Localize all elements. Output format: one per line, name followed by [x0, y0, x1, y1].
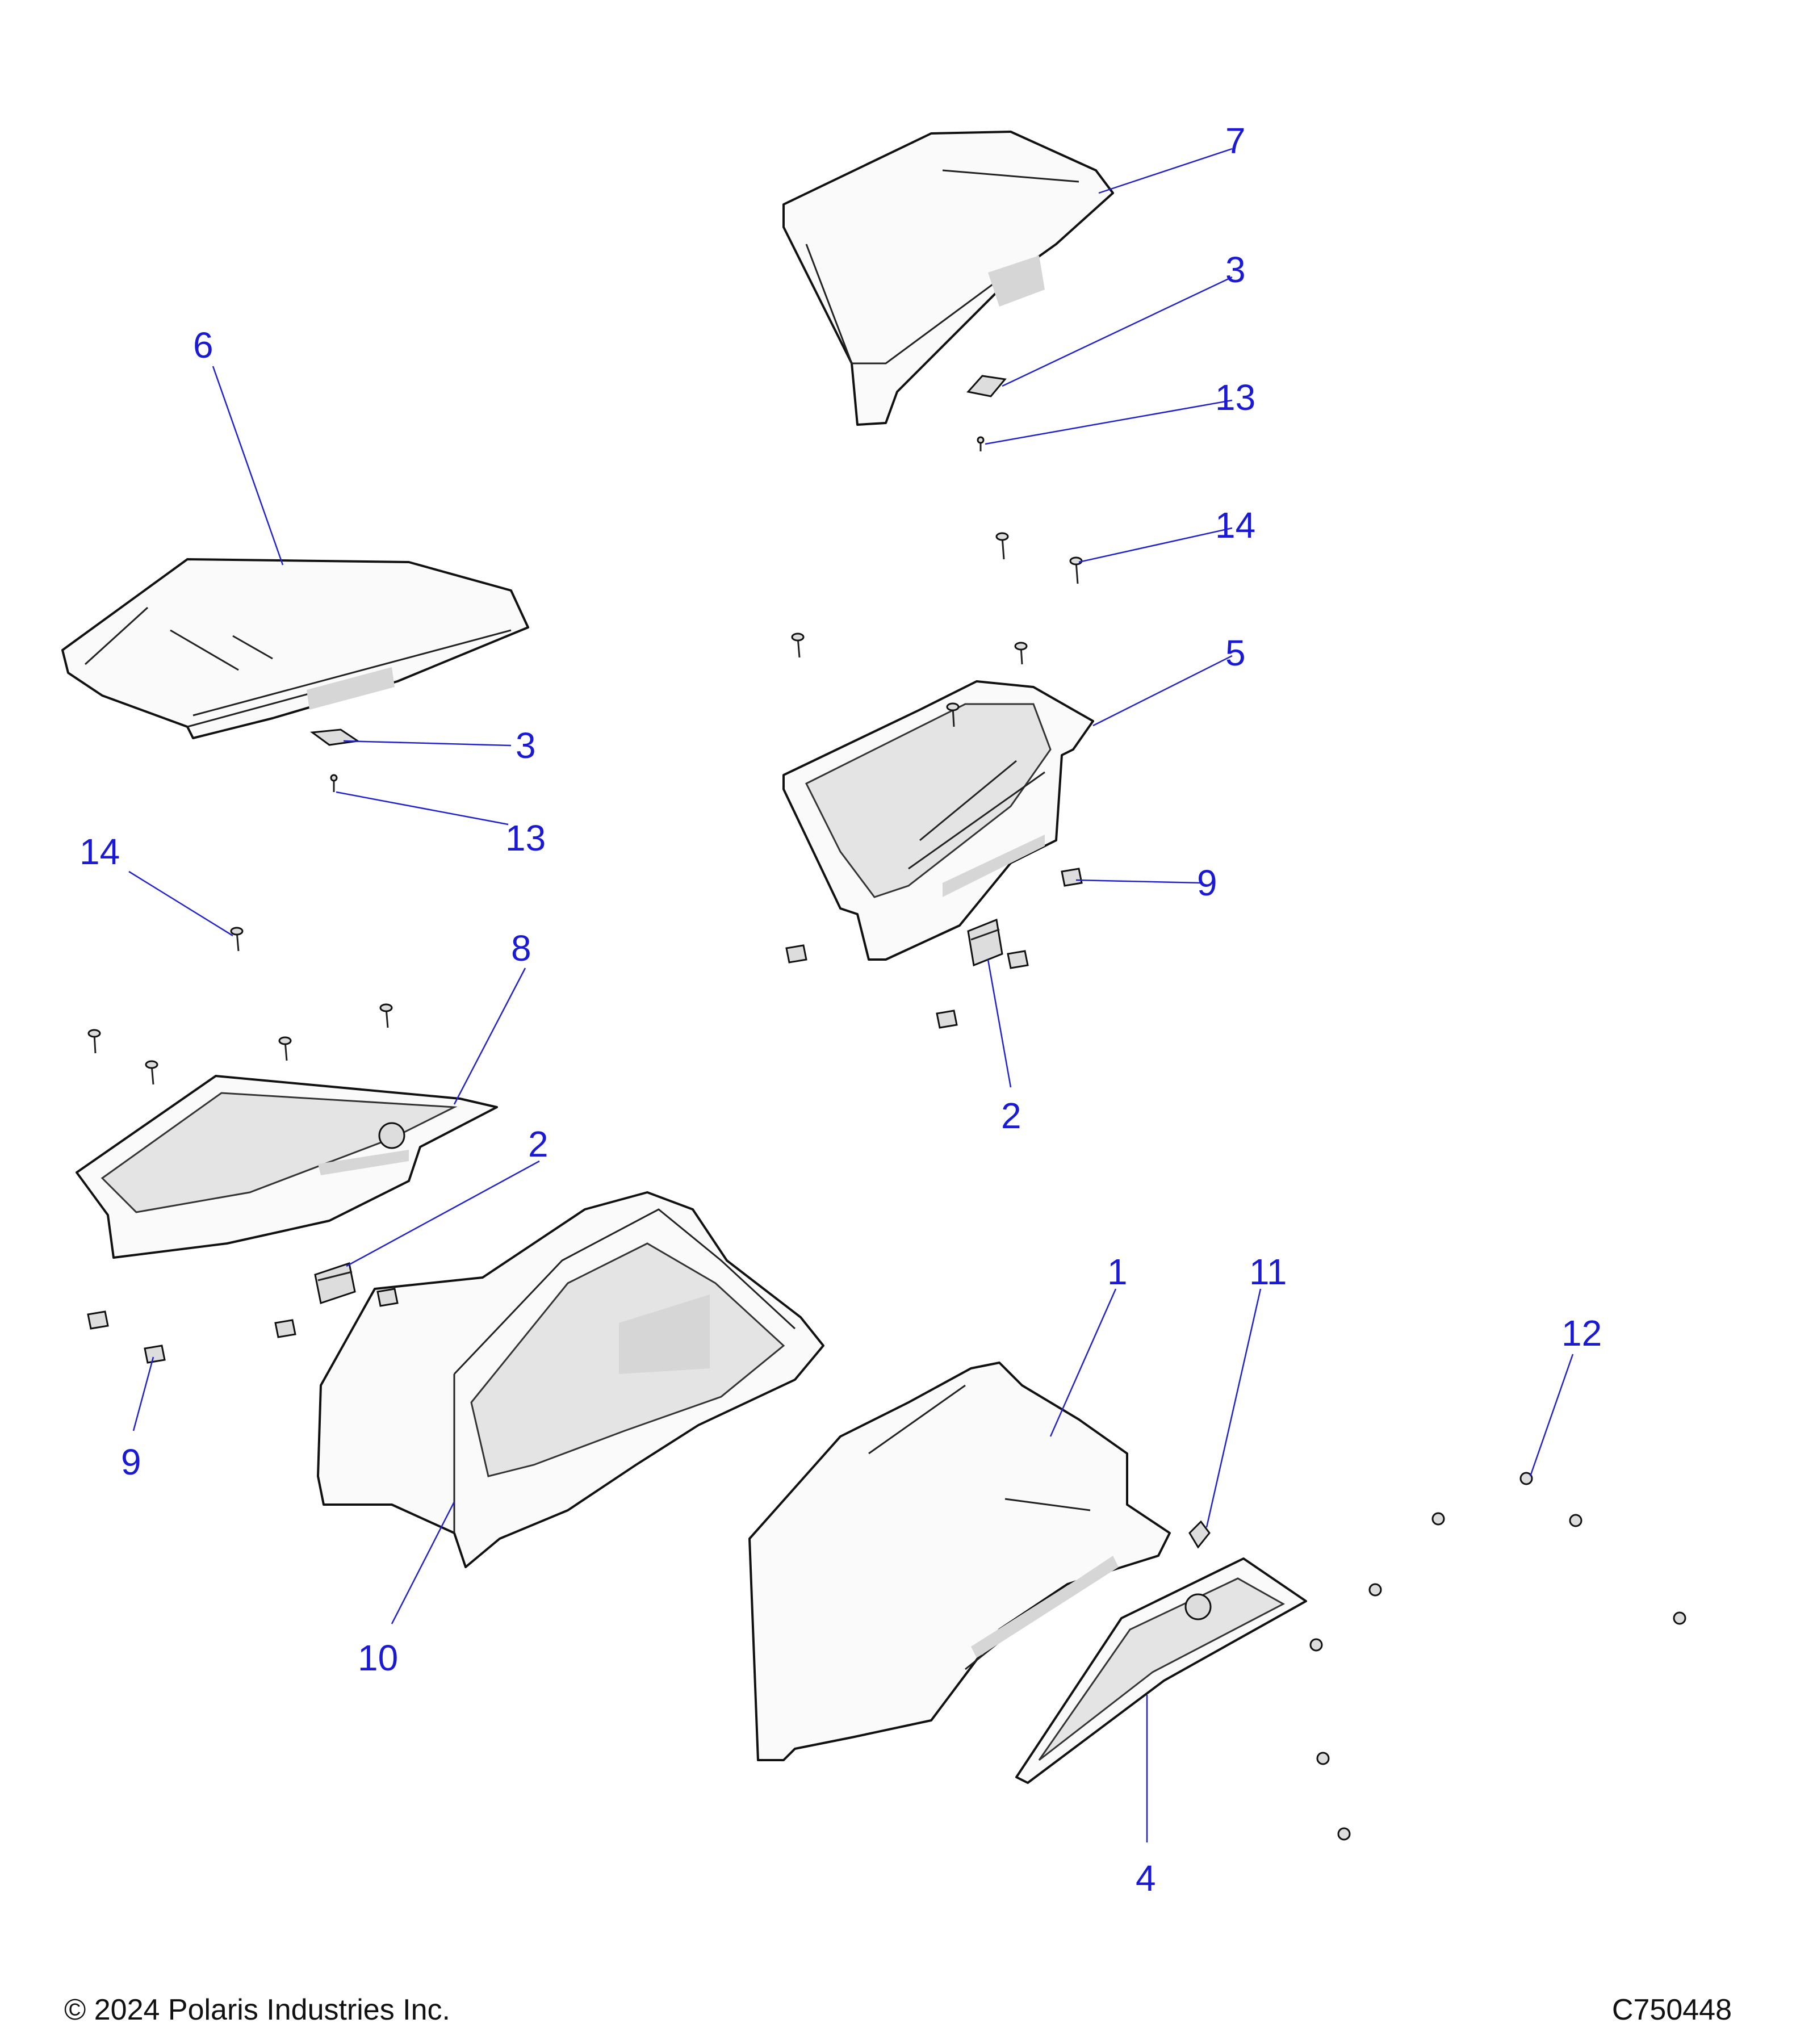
- callout-14-upper: 14: [1215, 505, 1255, 546]
- callout-14-left: 14: [79, 831, 120, 872]
- part-3-plate-left: [309, 728, 361, 746]
- part-5-storage-bin-upper: [782, 680, 1094, 961]
- part-14-screw-group: [87, 532, 1083, 1085]
- callout-1: 1: [1107, 1251, 1128, 1292]
- callout-2-upper: 2: [1001, 1095, 1021, 1136]
- callout-7: 7: [1225, 120, 1246, 161]
- drawing-number: C750448: [1612, 1993, 1732, 2026]
- part-13-screw-upper: [977, 436, 985, 451]
- part-12-fastener-group: [1309, 1472, 1686, 1841]
- callout-5: 5: [1225, 633, 1246, 673]
- callout-10: 10: [358, 1637, 398, 1678]
- part-2-switch-upper: [967, 918, 1003, 967]
- part-2-switch-left: [314, 1262, 356, 1304]
- part-9-clip-group: [87, 868, 1083, 1364]
- leader-lines: [128, 148, 1574, 1842]
- callout-2-left: 2: [528, 1124, 549, 1165]
- callout-9-right: 9: [1197, 862, 1217, 903]
- callout-11: 11: [1249, 1251, 1287, 1292]
- part-11-latch: [1188, 1520, 1211, 1549]
- part-13-screw-left: [330, 774, 338, 792]
- part-3-plate-upper: [966, 375, 1007, 397]
- callout-3-left: 3: [516, 725, 536, 766]
- callout-13-upper: 13: [1215, 377, 1255, 418]
- callout-9-left: 9: [121, 1442, 141, 1482]
- callout-4: 4: [1136, 1858, 1156, 1899]
- callout-12: 12: [1561, 1313, 1602, 1354]
- part-7-lid-upper: [782, 131, 1114, 426]
- part-8-storage-bin-left: [76, 1075, 498, 1259]
- part-6-lid-left: [61, 558, 529, 739]
- copyright-text: © 2024 Polaris Industries Inc.: [64, 1993, 450, 2026]
- callout-3-upper: 3: [1225, 249, 1246, 290]
- part-1-housing-right: [748, 1362, 1171, 1761]
- part-10-housing-outer: [317, 1191, 824, 1568]
- callout-8: 8: [511, 928, 531, 969]
- callout-6: 6: [193, 325, 213, 366]
- callout-13-left: 13: [505, 818, 546, 858]
- part-4-door-panel: [1015, 1557, 1307, 1784]
